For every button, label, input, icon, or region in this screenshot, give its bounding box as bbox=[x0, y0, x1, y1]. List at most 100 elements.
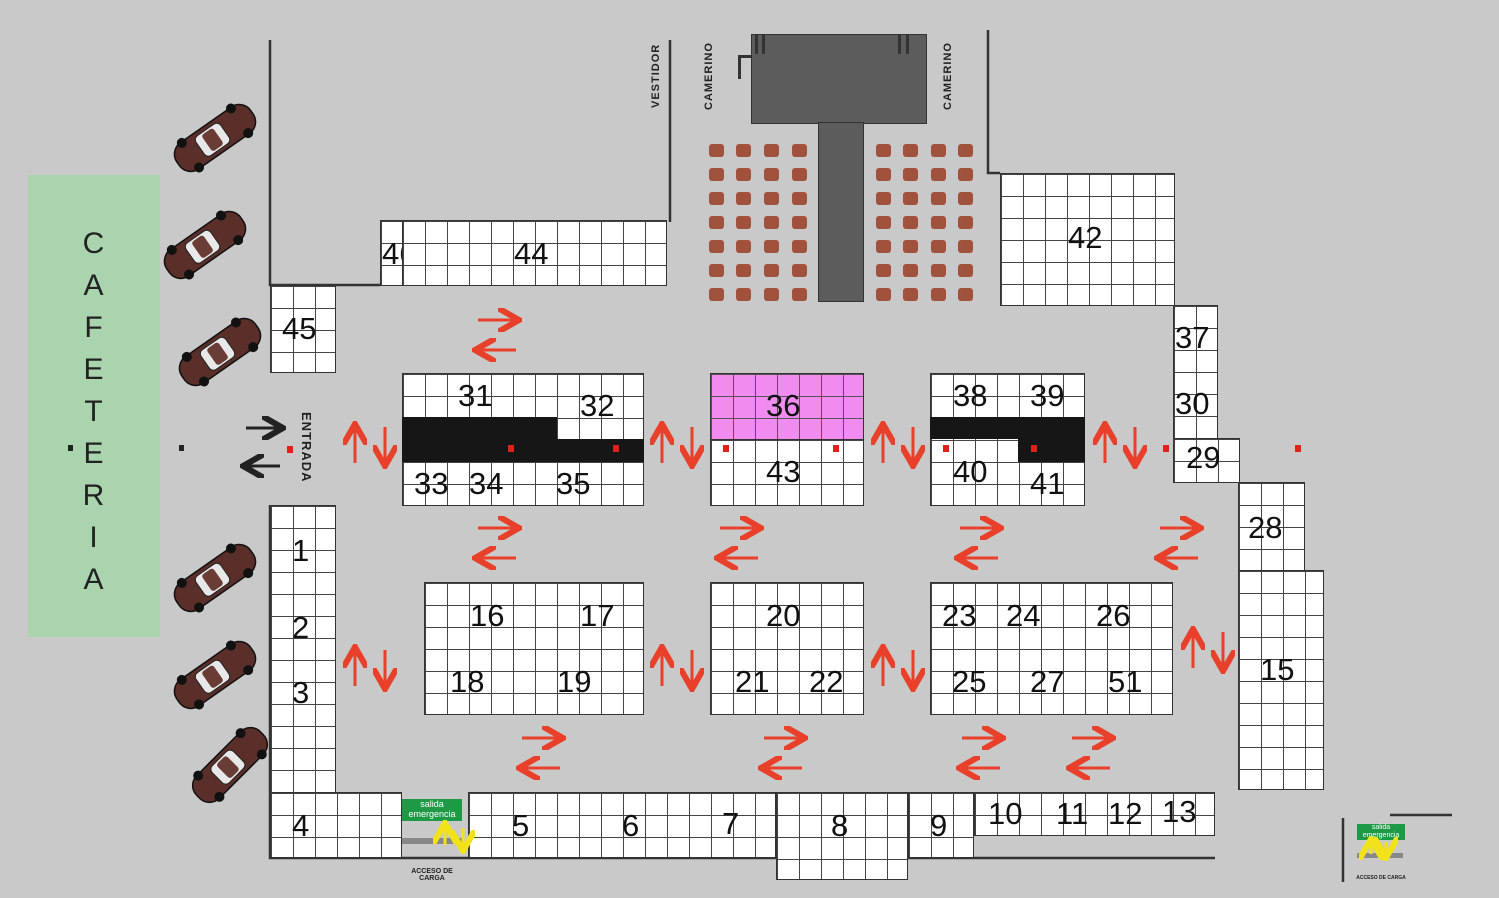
booth-label: 24 bbox=[1006, 598, 1041, 633]
booth-label: 22 bbox=[809, 664, 844, 699]
emergency-exit-sign: salida emergencia bbox=[402, 799, 462, 821]
booth-label: 29 bbox=[1186, 440, 1221, 475]
stage-step bbox=[738, 55, 741, 79]
booth-label: 4 bbox=[292, 808, 310, 843]
seat bbox=[931, 192, 946, 205]
booth-row-10-13[interactable] bbox=[974, 792, 1215, 836]
seat bbox=[931, 264, 946, 277]
marker-dot bbox=[613, 445, 619, 452]
loading-door bbox=[402, 838, 462, 844]
seat bbox=[931, 288, 946, 301]
booth-label: 7 bbox=[722, 806, 740, 841]
seat bbox=[903, 144, 918, 157]
seat bbox=[931, 240, 946, 253]
booth-45[interactable] bbox=[270, 285, 336, 373]
booth-label: 19 bbox=[557, 664, 592, 699]
booth-block-38-41[interactable] bbox=[930, 373, 1085, 506]
seat bbox=[764, 168, 779, 181]
booth-8[interactable] bbox=[776, 792, 908, 880]
seat bbox=[792, 192, 807, 205]
booth-label: 36 bbox=[766, 388, 801, 423]
seat bbox=[958, 240, 973, 253]
cafeteria-letter: R bbox=[82, 479, 106, 512]
booth-36[interactable] bbox=[710, 373, 864, 440]
seat bbox=[792, 288, 807, 301]
booth-label: 18 bbox=[450, 664, 485, 699]
seat bbox=[931, 144, 946, 157]
booth-block-20-22[interactable] bbox=[710, 582, 864, 715]
stage-mark bbox=[906, 34, 909, 54]
marker-dot bbox=[1163, 445, 1169, 452]
seat bbox=[709, 216, 724, 229]
booth-label: 16 bbox=[470, 598, 505, 633]
booth-label: 25 bbox=[952, 664, 987, 699]
booth-9[interactable] bbox=[908, 792, 974, 858]
booth-label: 17 bbox=[580, 598, 615, 633]
loading-access-label-legend: ACCESO DE CARGA bbox=[1356, 875, 1406, 881]
cafeteria-letter: E bbox=[83, 353, 105, 386]
marker-dot bbox=[68, 445, 73, 451]
seat bbox=[903, 168, 918, 181]
seat bbox=[876, 288, 891, 301]
cafeteria-area: C A F E T E R I A bbox=[28, 175, 160, 637]
stage-mark bbox=[755, 34, 758, 54]
seat bbox=[709, 288, 724, 301]
booth-28[interactable] bbox=[1238, 482, 1305, 572]
booth-label: 51 bbox=[1108, 664, 1143, 699]
seat bbox=[736, 216, 751, 229]
seat bbox=[931, 168, 946, 181]
seat bbox=[792, 264, 807, 277]
booth-label: 39 bbox=[1030, 378, 1065, 413]
partition bbox=[402, 417, 557, 462]
booth-label: 5 bbox=[512, 808, 530, 843]
seat bbox=[792, 144, 807, 157]
seat bbox=[876, 216, 891, 229]
booth-row-5-7[interactable] bbox=[468, 792, 776, 858]
booth-label: 27 bbox=[1030, 664, 1065, 699]
booth-label: 8 bbox=[831, 808, 849, 843]
seat bbox=[903, 216, 918, 229]
seat bbox=[903, 240, 918, 253]
seat bbox=[764, 144, 779, 157]
booth-label: 40 bbox=[953, 454, 988, 489]
seat bbox=[903, 264, 918, 277]
seat bbox=[736, 144, 751, 157]
cafeteria-letter: E bbox=[83, 437, 105, 470]
booth-block-16-19[interactable] bbox=[424, 582, 644, 715]
stage bbox=[751, 34, 927, 124]
seat bbox=[958, 264, 973, 277]
seat bbox=[876, 192, 891, 205]
booth-label: 26 bbox=[1096, 598, 1131, 633]
booth-label: 34 bbox=[469, 466, 504, 501]
cafeteria-letter: A bbox=[83, 269, 105, 302]
seat bbox=[764, 192, 779, 205]
seat bbox=[876, 264, 891, 277]
booth-15[interactable] bbox=[1238, 570, 1324, 790]
booth-42[interactable] bbox=[1000, 173, 1175, 306]
booth-label: 2 bbox=[292, 610, 310, 645]
stage-step bbox=[738, 55, 751, 58]
marker-dot bbox=[723, 445, 729, 452]
marker-dot bbox=[179, 445, 184, 451]
booth-label: 38 bbox=[953, 378, 988, 413]
seat bbox=[958, 216, 973, 229]
seat bbox=[736, 240, 751, 253]
booth-label: 33 bbox=[414, 466, 449, 501]
booth-29[interactable] bbox=[1173, 438, 1240, 483]
booth-label: 45 bbox=[282, 311, 317, 346]
seat bbox=[764, 216, 779, 229]
partition bbox=[1018, 417, 1085, 462]
seat bbox=[709, 264, 724, 277]
seat bbox=[958, 144, 973, 157]
cafeteria-letter: T bbox=[84, 395, 104, 428]
booth-44[interactable] bbox=[402, 220, 667, 286]
booth-label: 1 bbox=[292, 533, 310, 568]
booth-label: 31 bbox=[458, 378, 493, 413]
booth-block-23-51[interactable] bbox=[930, 582, 1173, 715]
booth-label: 44 bbox=[514, 236, 549, 271]
booth-label: 10 bbox=[988, 796, 1023, 831]
booth-label: 42 bbox=[1068, 220, 1103, 255]
booth-4[interactable] bbox=[270, 792, 402, 858]
